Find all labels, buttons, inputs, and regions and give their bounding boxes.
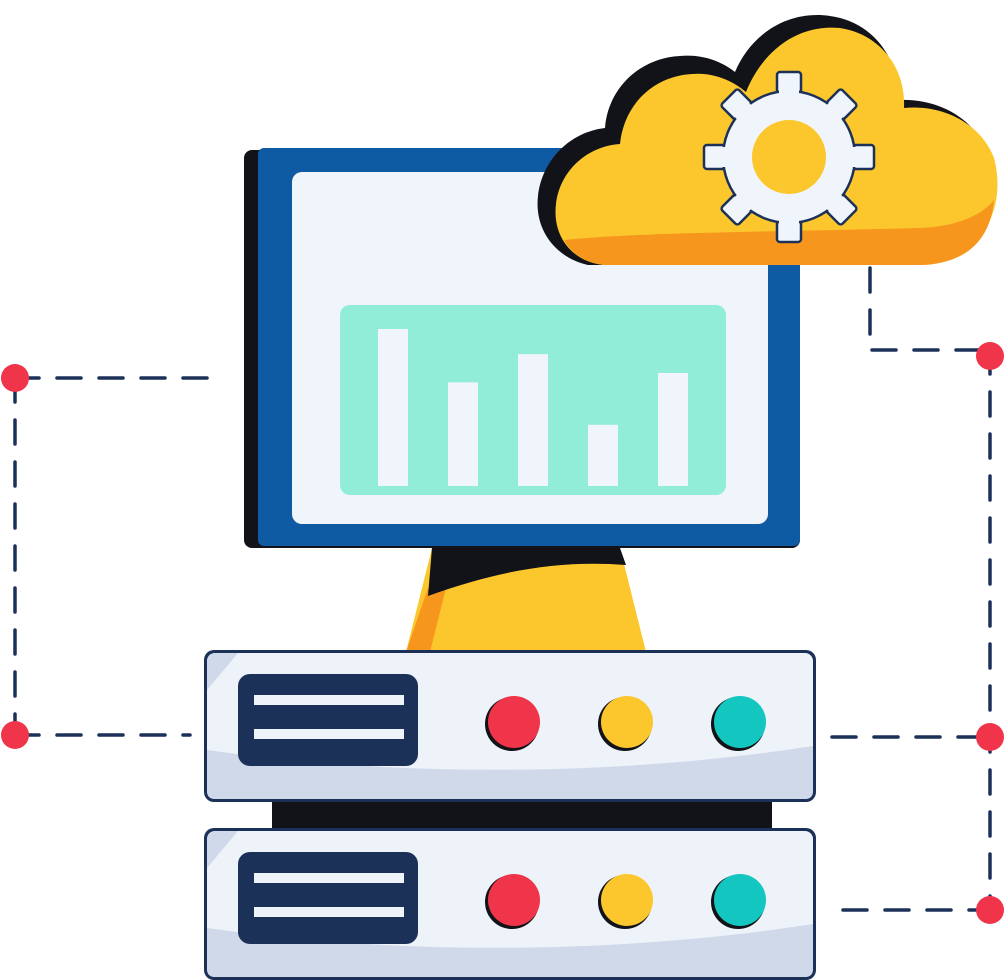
network-node-icon [976, 342, 1004, 370]
server-unit-shade [207, 746, 813, 799]
gear-hub [752, 120, 826, 194]
server-unit-shade [207, 924, 813, 977]
network-node-icon [1, 364, 29, 392]
server-spacer [272, 800, 772, 830]
server-rack-icon [204, 650, 816, 980]
chart-bar [378, 329, 408, 486]
drive-bay [238, 852, 418, 944]
status-light-icon [601, 874, 653, 926]
status-light-icon [714, 874, 766, 926]
network-node-icon [1, 721, 29, 749]
status-light-icon [714, 696, 766, 748]
gear-icon [702, 70, 876, 244]
bar-chart-icon [378, 329, 688, 486]
drive-slot [254, 873, 404, 883]
status-light-icon [601, 696, 653, 748]
network-node-icon [976, 723, 1004, 751]
drive-bay [238, 674, 418, 766]
chart-bar [518, 354, 548, 486]
server-unit [204, 650, 816, 802]
chart-bar [658, 372, 688, 486]
drive-slot [254, 695, 404, 705]
network-nodes [1, 342, 1004, 924]
server-unit-corner-shade [207, 831, 238, 868]
server-unit-corner-shade [207, 653, 238, 690]
network-node-icon [976, 896, 1004, 924]
right-connector-cloud [868, 266, 992, 352]
monitor-stand-neck [428, 548, 626, 596]
network-connections [13, 266, 992, 912]
status-light-icon [488, 696, 540, 748]
chart-bar [588, 424, 618, 486]
chart-bar [448, 382, 478, 486]
drive-slot [254, 729, 404, 739]
server-unit [204, 828, 816, 980]
status-light-icon [488, 874, 540, 926]
drive-slot [254, 907, 404, 917]
monitor-stand-shade [406, 588, 446, 652]
cloud-gear-icon [537, 15, 998, 266]
